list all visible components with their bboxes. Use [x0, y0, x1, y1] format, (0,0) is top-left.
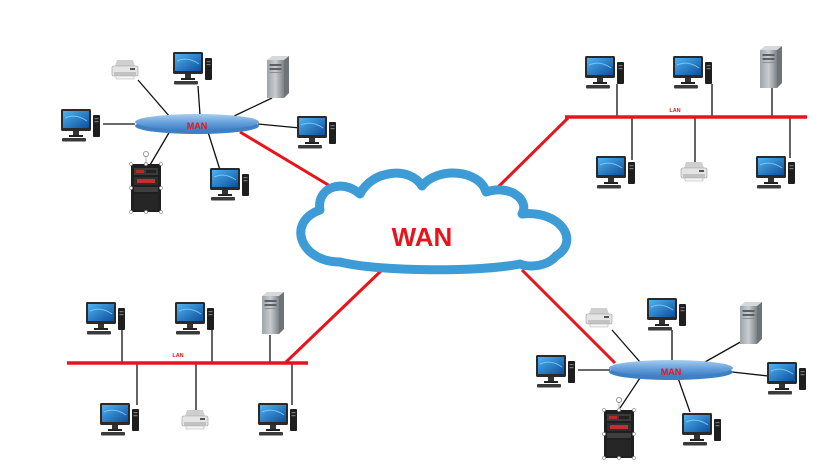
desktop-computer-icon — [681, 412, 722, 446]
link-top-left — [239, 130, 346, 197]
desktop-computer-icon — [646, 297, 687, 331]
wan-cloud-shape — [296, 168, 572, 275]
printer-icon — [111, 59, 139, 80]
desktop-computer-icon — [60, 108, 101, 142]
wan-label: WAN — [392, 222, 453, 252]
man-ring — [135, 114, 259, 130]
printer-icon — [585, 307, 613, 328]
network-bottom-left-lan: LAN — [67, 292, 308, 436]
server-tower-icon — [262, 292, 284, 334]
printer-icon — [181, 409, 209, 430]
rack-server-icon — [128, 150, 164, 215]
server-tower-icon — [760, 46, 782, 88]
man-ring — [609, 360, 733, 376]
server-tower-icon — [267, 56, 289, 98]
desktop-computer-icon — [755, 155, 796, 189]
desktop-computer-icon — [584, 55, 625, 89]
desktop-computer-icon — [209, 167, 250, 201]
network-top-right-lan: LAN — [565, 46, 807, 189]
man-label: MAN — [661, 367, 682, 377]
desktop-computer-icon — [595, 155, 636, 189]
wan-links — [239, 116, 617, 365]
desktop-computer-icon — [172, 51, 213, 85]
desktop-computer-icon — [672, 55, 713, 89]
man-label: MAN — [187, 121, 208, 131]
network-top-left-man: MAN — [60, 51, 337, 215]
link-top-right — [488, 116, 570, 197]
lan-label: LAN — [669, 108, 680, 114]
lan-label: LAN — [172, 353, 183, 359]
desktop-computer-icon — [85, 301, 126, 335]
server-tower-icon — [740, 302, 762, 344]
network-bottom-right-man: MAN — [535, 297, 807, 461]
desktop-computer-icon — [535, 354, 576, 388]
printer-icon — [680, 161, 708, 182]
rack-server-icon — [602, 396, 636, 461]
desktop-computer-icon — [174, 301, 215, 335]
desktop-computer-icon — [257, 402, 298, 436]
link-bottom-left — [283, 268, 384, 365]
desktop-computer-icon — [99, 402, 140, 436]
desktop-computer-icon — [766, 361, 807, 395]
wan-cloud: WAN — [296, 168, 572, 275]
link-bottom-right — [520, 268, 617, 365]
desktop-computer-icon — [296, 115, 337, 149]
